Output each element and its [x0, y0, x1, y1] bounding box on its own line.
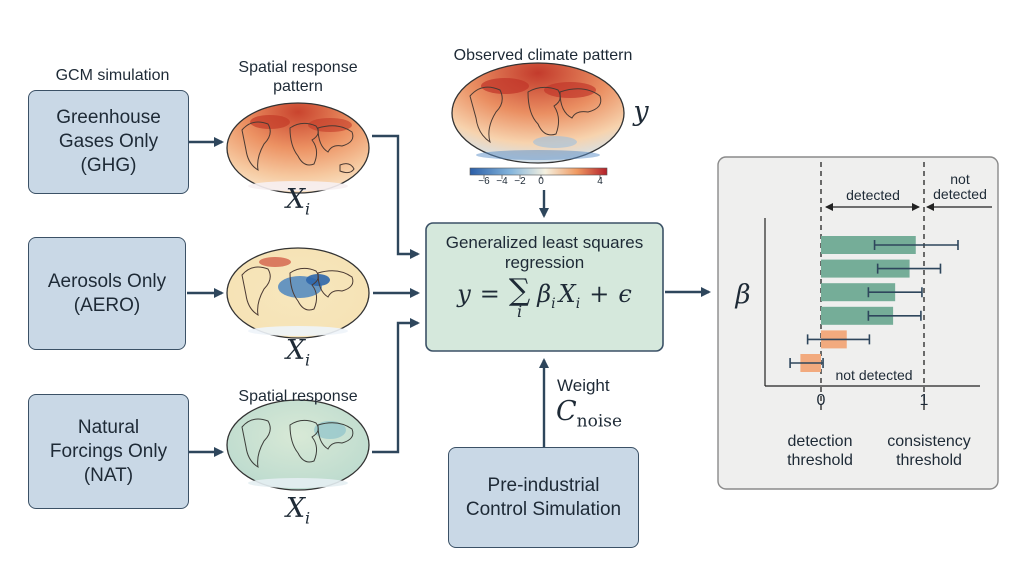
bar-0-2	[821, 283, 896, 302]
nat-spatial-map	[226, 399, 370, 491]
colorbar-tick-3: 0	[538, 176, 544, 187]
observed-title: Observed climate pattern	[453, 47, 633, 64]
equation-sum: ∑ i	[508, 273, 531, 321]
aero-spatial-map	[226, 247, 370, 339]
error-bar-0-3	[867, 310, 922, 321]
ghg-simulation-box: Greenhouse Gases Only (GHG)	[28, 90, 189, 194]
nat-simulation-box: Natural Forcings Only (NAT)	[28, 394, 189, 509]
consistency-threshold-label: consistency threshold	[887, 433, 971, 469]
equation-x: Xi	[558, 280, 581, 312]
result-tick-one: 1	[919, 392, 929, 409]
error-bar-1-0	[806, 334, 871, 345]
arrow-ghg-map-to-regression	[372, 134, 420, 259]
weight-symbol: Cnoise	[556, 396, 623, 432]
regression-title: Generalized least squares regression	[445, 233, 644, 272]
ghg-spatial-map	[226, 102, 370, 194]
control-simulation-box: Pre-industrial Control Simulation	[448, 447, 639, 548]
map-label-ghg: Xi	[285, 184, 311, 219]
regression-equation: y = ∑ i βi Xi + ϵ	[426, 273, 663, 336]
equation-plus: +	[589, 280, 610, 308]
result-beta-symbol: β	[735, 280, 751, 310]
equation-epsilon: ϵ	[618, 280, 632, 308]
weight-label: Weight	[557, 376, 610, 395]
not-detected-top-label: not detected	[933, 171, 987, 202]
bar-0-1	[821, 259, 910, 278]
result-tick-zero: 0	[816, 392, 826, 409]
colorbar-tick-1: −4	[496, 176, 508, 187]
error-bar-0-1	[876, 263, 942, 274]
colorbar-tick-0: −6	[478, 176, 490, 187]
error-bar-0-0	[873, 240, 959, 250]
colorbar-tick-4: 4	[597, 176, 603, 187]
result-bars	[789, 236, 959, 372]
map-label-nat: Xi	[285, 493, 311, 528]
map-label-aero: Xi	[285, 335, 311, 370]
detection-threshold-label: detection threshold	[787, 433, 853, 469]
error-bar-0-2	[867, 287, 923, 298]
spatial-response-header-bottom: Spatial response	[238, 388, 358, 405]
equation-beta: βi	[537, 280, 556, 312]
not-detected-inline-label: not detected	[835, 367, 913, 383]
bar-0-0	[821, 236, 916, 254]
regression-box	[425, 222, 664, 352]
detected-label: detected	[846, 187, 900, 203]
sum-symbol: ∑	[508, 273, 531, 308]
observed-map	[451, 62, 625, 164]
observed-symbol: y	[633, 96, 649, 127]
error-bar-1-1	[789, 358, 824, 368]
observed-colorbar	[469, 167, 608, 179]
colorbar-tick-2: −2	[514, 176, 526, 187]
sum-index: i	[517, 302, 523, 321]
equation-equals: =	[479, 280, 500, 308]
aero-simulation-box: Aerosols Only (AERO)	[28, 237, 186, 350]
equation-lhs: y	[457, 280, 471, 308]
spatial-response-header-top: Spatial response pattern	[238, 59, 358, 95]
gcm-simulation-header: GCM simulation	[55, 67, 170, 84]
bar-0-3	[821, 306, 894, 325]
arrow-nat-map-to-regression	[372, 318, 420, 454]
